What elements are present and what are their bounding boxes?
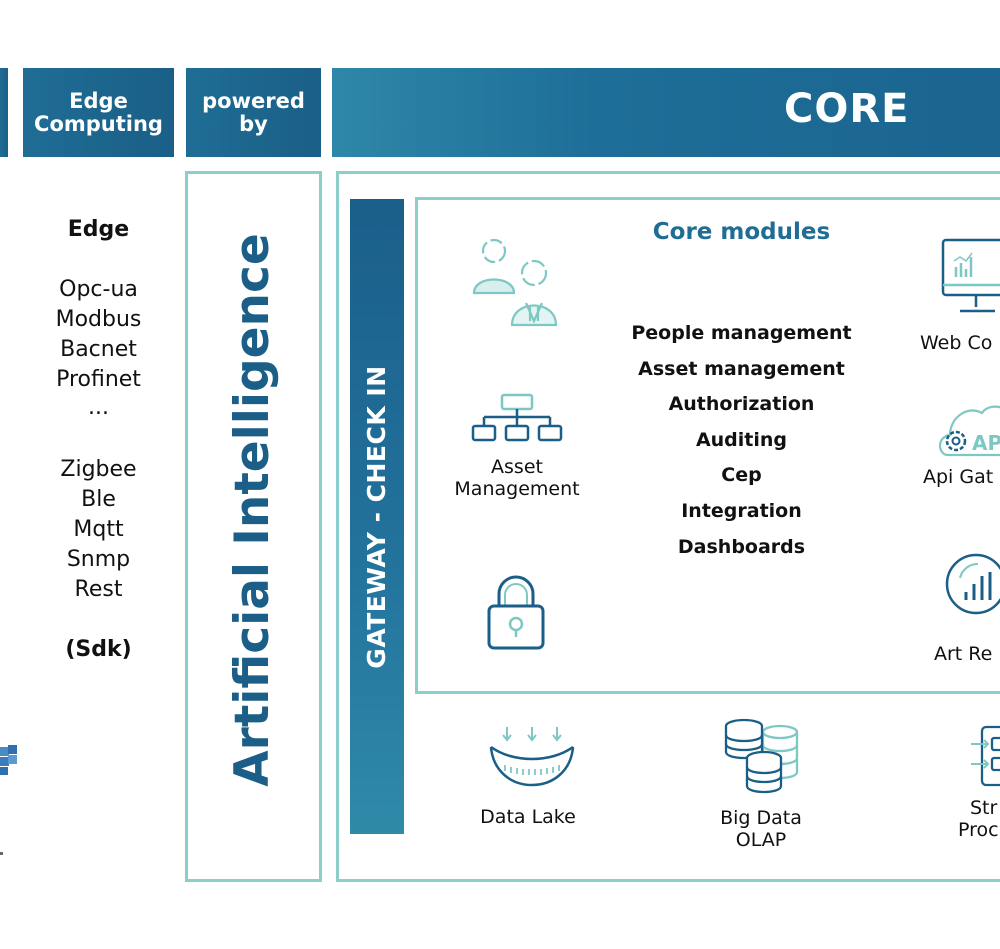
protocol-item: Opc-ua xyxy=(59,277,138,302)
asset-management-label: Asset Management xyxy=(440,456,594,500)
cube-icon xyxy=(0,745,18,781)
big-data-label-line2: OLAP xyxy=(735,829,787,851)
module-item: Authorization xyxy=(668,393,815,416)
protocol-item: Snmp xyxy=(66,547,131,572)
powered-by-header-line1: powered xyxy=(202,88,305,113)
module-item: People management xyxy=(631,322,852,344)
gateway-bar xyxy=(350,199,404,834)
api-gateway-label: Api Gat xyxy=(923,466,994,488)
core-frame xyxy=(336,171,1000,882)
powered-by-header: powered by xyxy=(186,68,321,157)
sdk-label: (Sdk) xyxy=(65,637,132,662)
cloud-api-icon xyxy=(938,397,1000,459)
gateway-label: GATEWAY - CHECK IN xyxy=(362,365,391,669)
module-item: Integration xyxy=(681,499,802,522)
asset-management-label-line2: Management xyxy=(454,478,580,500)
stream-label-line1: Str xyxy=(970,797,998,819)
core-modules-frame xyxy=(415,197,1000,694)
core-header: CORE xyxy=(332,68,1000,157)
stream-label-line2: Proc xyxy=(958,819,999,841)
edge-computing-header: Edge Computing xyxy=(23,68,174,157)
edge-computing-header-line2: Computing xyxy=(34,111,163,136)
edge-protocol-column: Edge Opc-ua Modbus Bacnet Profinet ... Z… xyxy=(23,215,174,665)
small-dot xyxy=(0,852,3,855)
left-header-sliver xyxy=(0,68,8,157)
edge-column-title: Edge xyxy=(67,217,130,242)
data-lake-label: Data Lake xyxy=(480,806,576,828)
stream-label: Str Proc xyxy=(956,797,1000,841)
protocol-item: Profinet xyxy=(56,367,141,392)
web-console-label: Web Co xyxy=(920,332,993,354)
protocol-item: Bacnet xyxy=(60,337,137,362)
hierarchy-icon xyxy=(470,392,564,444)
edge-computing-header-line1: Edge xyxy=(69,88,128,113)
protocol-item: Mqtt xyxy=(73,517,124,542)
core-modules-title: Core modules xyxy=(652,219,831,245)
art-re-label: Art Re xyxy=(934,643,993,665)
protocol-item: Zigbee xyxy=(60,457,137,482)
monitor-icon xyxy=(940,237,1000,317)
protocol-item: Modbus xyxy=(55,307,142,332)
module-item: Cep xyxy=(721,464,762,487)
powered-by-header-line2: by xyxy=(239,111,268,136)
stream-icon xyxy=(970,724,1000,788)
data-lake-icon xyxy=(487,725,577,789)
big-data-label: Big Data OLAP xyxy=(690,807,832,851)
database-icon xyxy=(722,718,800,795)
chart-circle-icon xyxy=(944,552,1000,616)
protocol-item: Rest xyxy=(74,577,123,602)
protocol-item: Ble xyxy=(81,487,116,512)
protocol-item-ellipsis: ... xyxy=(88,395,109,420)
ai-label: Artificial Intelligence xyxy=(225,233,280,787)
module-item: Auditing xyxy=(695,428,788,451)
module-item: Asset management xyxy=(638,357,845,380)
asset-management-label-line1: Asset xyxy=(491,456,543,478)
ai-frame xyxy=(185,171,322,882)
big-data-label-line1: Big Data xyxy=(720,807,802,829)
core-modules-list: People management Asset management Autho… xyxy=(600,316,883,565)
core-header-title: CORE xyxy=(784,86,910,132)
people-icon xyxy=(470,235,560,327)
module-item: Dashboards xyxy=(677,535,806,558)
api-badge: AP xyxy=(972,431,1000,455)
lock-icon xyxy=(486,574,546,651)
